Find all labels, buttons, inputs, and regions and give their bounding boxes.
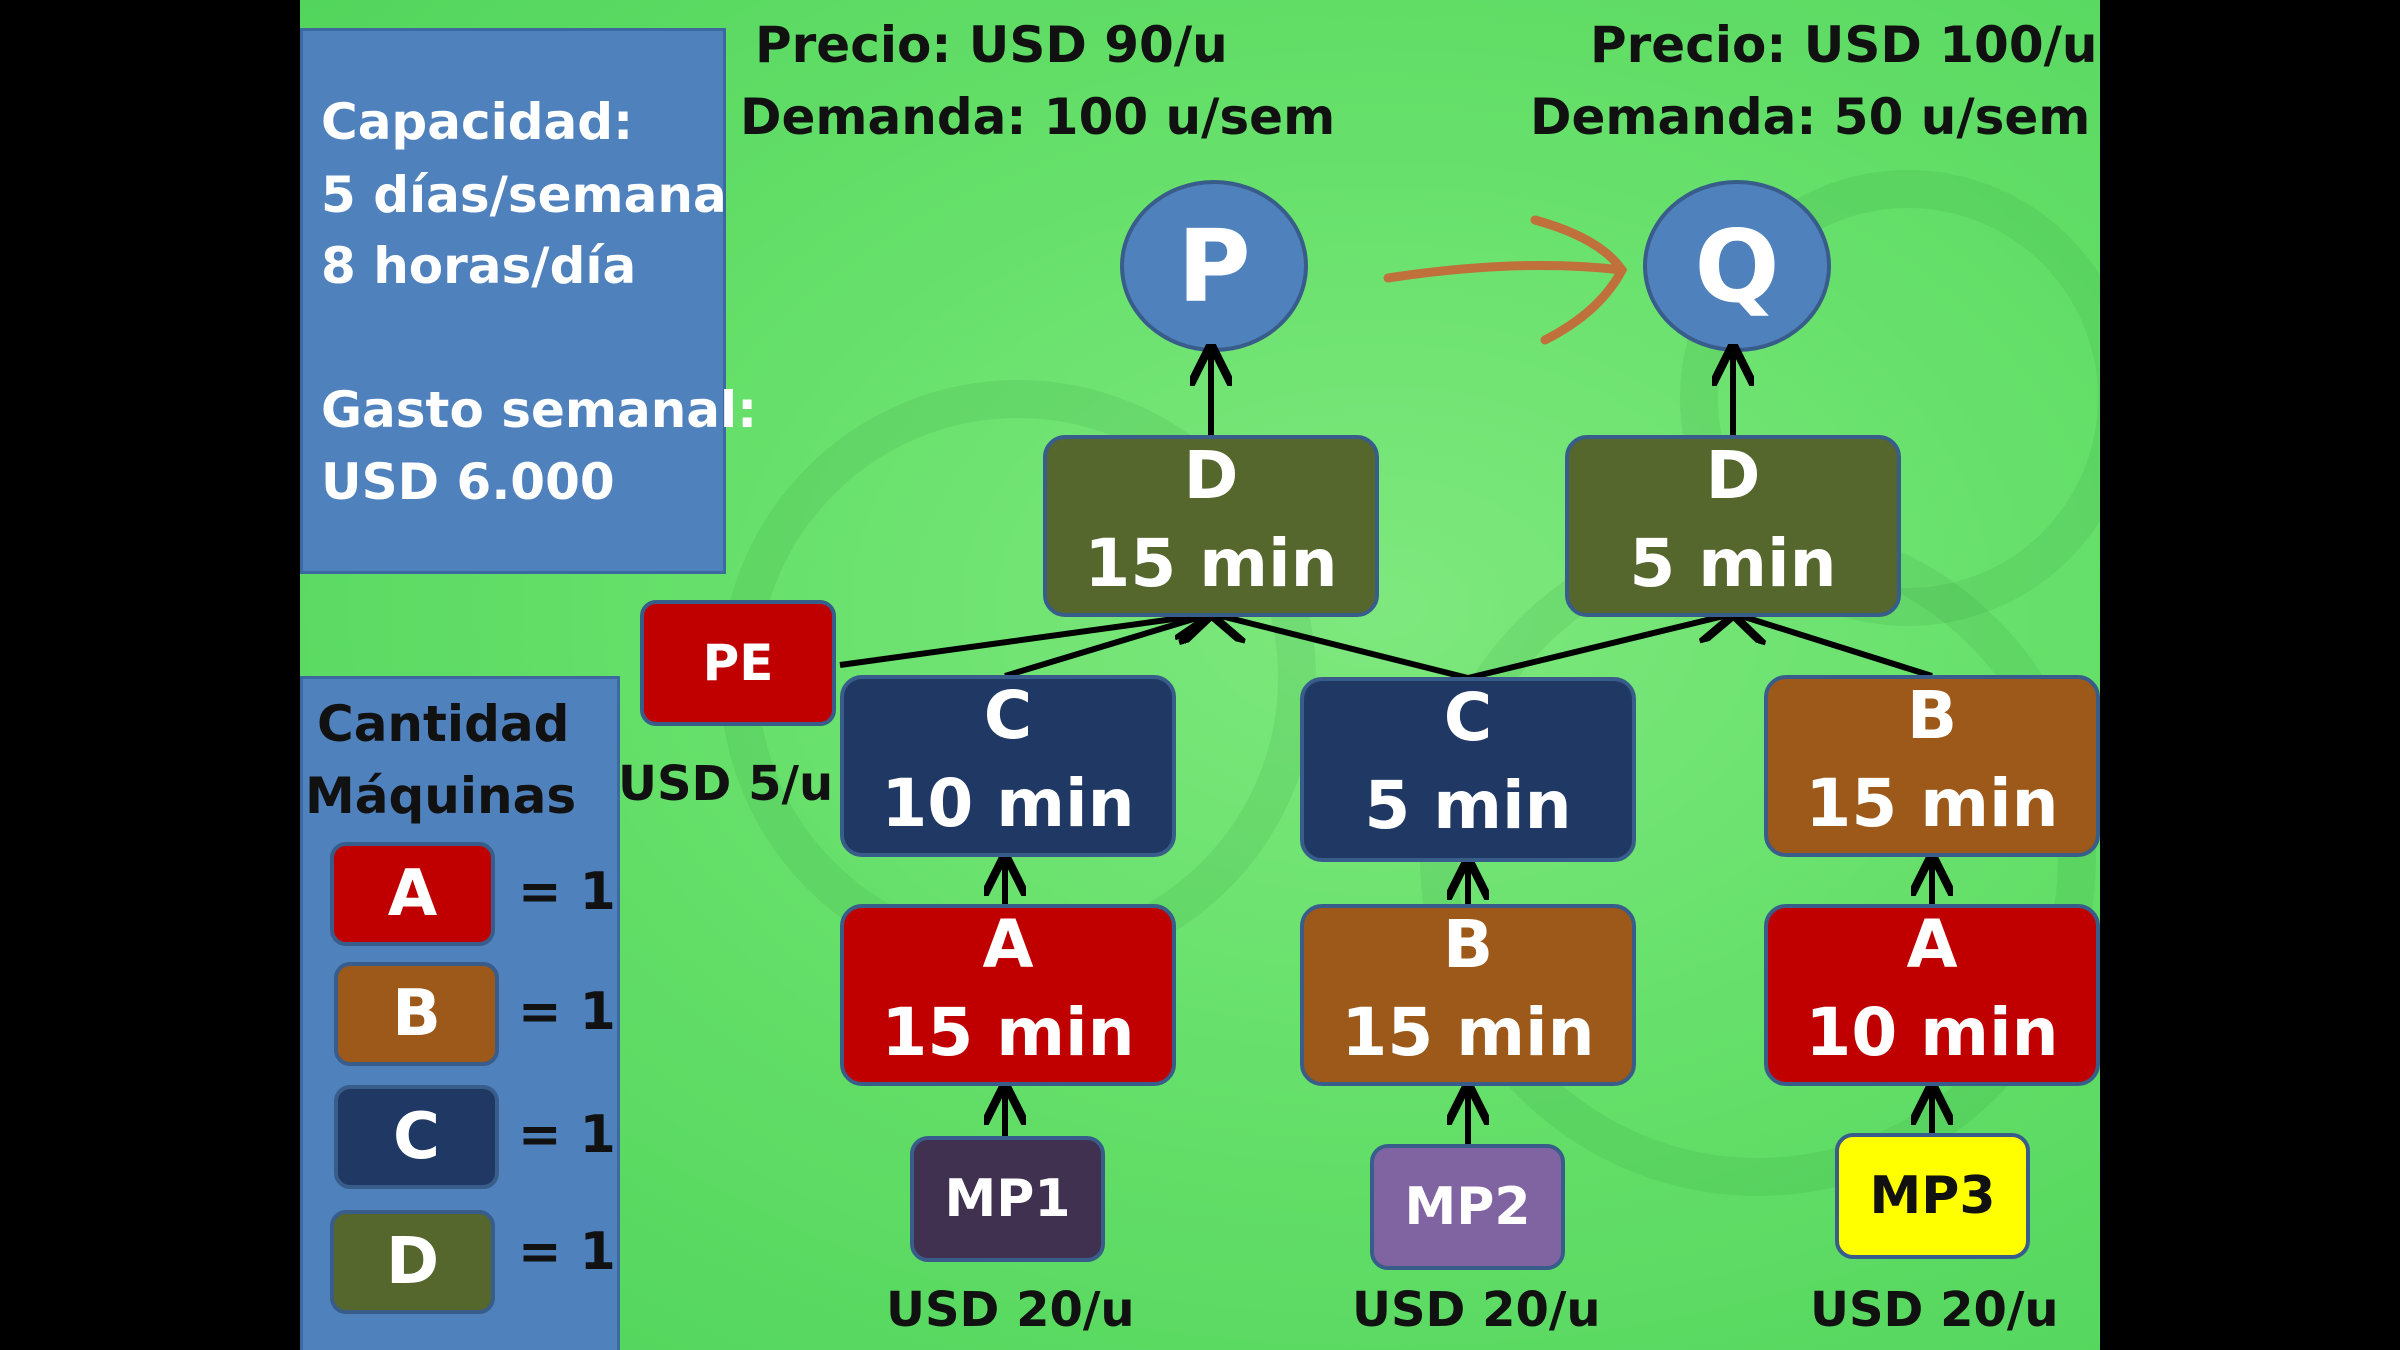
- node-d-q-time: 5 min: [1629, 525, 1837, 602]
- mp1-label: MP1: [944, 1169, 1071, 1229]
- capacity-panel: Capacidad: 5 días/semana 8 horas/día Gas…: [300, 28, 757, 574]
- legend-machine-d: D: [330, 1210, 495, 1314]
- node-b2-machine: B: [1442, 906, 1494, 983]
- legend-machine-b-qty: = 1: [518, 982, 616, 1042]
- arrow-c1-to-dp: [1004, 614, 1210, 679]
- weekly-expense-title: Gasto semanal:: [321, 381, 758, 439]
- purchased-part-pe: PE: [640, 600, 836, 726]
- node-d-p-time: 15 min: [1084, 525, 1338, 602]
- node-b2: B 15 min: [1300, 904, 1636, 1086]
- product-q-price: Precio: USD 100/u: [1590, 16, 2098, 74]
- node-a1-time: 15 min: [881, 994, 1135, 1071]
- pe-price: USD 5/u: [618, 756, 834, 812]
- capacity-days: 5 días/semana: [321, 166, 727, 224]
- node-d-q-machine: D: [1705, 437, 1761, 514]
- legend-machine-a-label: A: [387, 857, 438, 931]
- weekly-expense-value: USD 6.000: [321, 453, 615, 511]
- product-q-node: Q: [1643, 180, 1831, 352]
- node-d-p-machine: D: [1183, 437, 1239, 514]
- mp3-price: USD 20/u: [1810, 1282, 2059, 1338]
- product-p-price: Precio: USD 90/u: [755, 16, 1228, 74]
- legend-machine-a-qty: = 1: [518, 862, 616, 922]
- node-c2: C 5 min: [1300, 677, 1636, 862]
- legend-machine-b-label: B: [392, 977, 441, 1051]
- connector-arrows: [839, 215, 2100, 1145]
- product-p-node: P: [1120, 180, 1308, 352]
- legend-machine-d-qty: = 1: [518, 1222, 616, 1282]
- node-c1-time: 10 min: [881, 765, 1135, 842]
- node-c1: C 10 min: [840, 675, 1176, 857]
- node-d-q: D 5 min: [1565, 435, 1901, 617]
- node-b2-time: 15 min: [1341, 994, 1595, 1071]
- mp2-label: MP2: [1404, 1177, 1531, 1237]
- legend-machine-b: B: [334, 962, 499, 1066]
- arrow-b1-to-dq: [1735, 614, 1933, 679]
- node-c2-machine: C: [1443, 679, 1493, 756]
- mp1-price: USD 20/u: [886, 1282, 1135, 1338]
- legend-title-line1: Cantidad: [317, 695, 570, 753]
- node-b1-time: 15 min: [1805, 765, 2059, 842]
- slide: Capacidad: 5 días/semana 8 horas/día Gas…: [300, 0, 2100, 1350]
- legend-machine-d-label: D: [385, 1225, 440, 1299]
- product-p-demand: Demanda: 100 u/sem: [740, 88, 1336, 146]
- pe-label: PE: [702, 634, 774, 692]
- node-a2-machine: A: [1906, 906, 1958, 983]
- legend-title-line2: Máquinas: [305, 767, 577, 825]
- arrow-pe-to-dp: [839, 614, 1210, 668]
- legend-machine-c-qty: = 1: [518, 1105, 616, 1165]
- node-d-p: D 15 min: [1043, 435, 1379, 617]
- node-a1-machine: A: [982, 906, 1034, 983]
- mp3-label: MP3: [1869, 1166, 1996, 1226]
- legend-machine-a: A: [330, 842, 495, 946]
- product-q-demand: Demanda: 50 u/sem: [1530, 88, 2091, 146]
- capacity-hours: 8 horas/día: [321, 237, 637, 295]
- capacity-title: Capacidad:: [321, 93, 634, 151]
- raw-material-mp2: MP2: [1370, 1144, 1565, 1270]
- raw-material-mp1: MP1: [910, 1136, 1105, 1262]
- node-b1: B 15 min: [1764, 675, 2100, 857]
- mp2-price: USD 20/u: [1352, 1282, 1601, 1338]
- legend-machine-c: C: [334, 1085, 499, 1189]
- arrow-c2-to-dq: [1467, 614, 1732, 681]
- legend-machine-c-label: C: [393, 1100, 440, 1174]
- node-b1-machine: B: [1906, 677, 1958, 754]
- raw-material-mp3: MP3: [1835, 1133, 2030, 1259]
- node-a2-time: 10 min: [1805, 994, 2059, 1071]
- node-c2-time: 5 min: [1364, 767, 1572, 844]
- handdrawn-annotation-arrow: [1383, 215, 1628, 345]
- node-a2: A 10 min: [1764, 904, 2100, 1086]
- node-c1-machine: C: [983, 677, 1033, 754]
- arrow-c2-to-dp: [1213, 614, 1469, 681]
- node-a1: A 15 min: [840, 904, 1176, 1086]
